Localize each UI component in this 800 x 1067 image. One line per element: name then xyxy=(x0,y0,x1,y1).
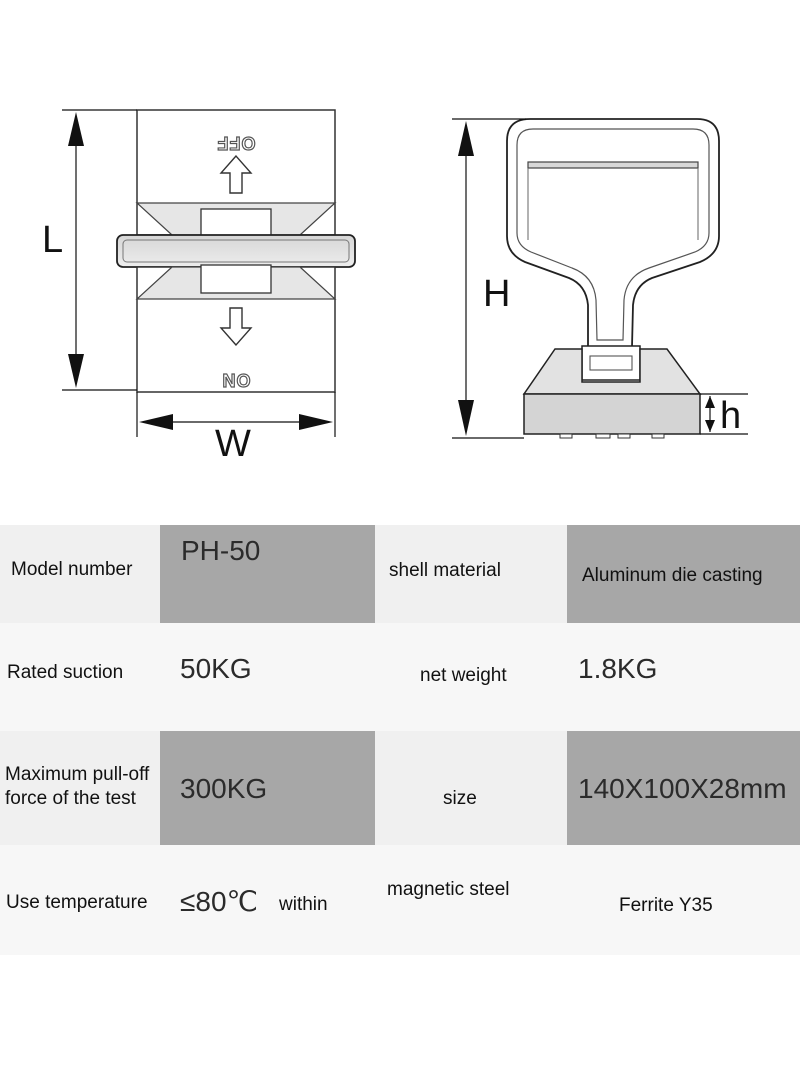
shell-material-value: Aluminum die casting xyxy=(582,565,763,586)
table-row: Model number PH-50 shell material Alumin… xyxy=(0,525,800,623)
magnetic-steel-label: magnetic steel xyxy=(387,879,510,900)
model-number-value: PH-50 xyxy=(181,535,261,566)
magnetic-steel-value: Ferrite Y35 xyxy=(619,895,713,916)
top-view-lower-lock xyxy=(200,264,272,294)
side-view-feet xyxy=(559,433,665,439)
net-weight-label: net weight xyxy=(420,665,507,686)
model-number-label: Model number xyxy=(11,559,133,580)
side-view-handle xyxy=(506,118,720,348)
width-label: W xyxy=(215,423,251,465)
arrow-up-icon xyxy=(219,154,253,194)
height-dimension xyxy=(452,118,526,439)
base-height-label: h xyxy=(720,395,741,437)
technical-drawing: OFF ON L W xyxy=(42,109,748,465)
max-pull-off-label-line2: force of the test xyxy=(5,788,136,809)
table-row: Maximum pull-off force of the test 300KG… xyxy=(0,731,800,845)
table-row: Rated suction 50KG net weight 1.8KG xyxy=(0,623,800,731)
use-temperature-label: Use temperature xyxy=(6,892,148,913)
size-label: size xyxy=(443,788,477,809)
shell-material-label: shell material xyxy=(389,560,501,581)
side-view-grip-window xyxy=(527,161,699,169)
size-value: 140X100X28mm xyxy=(578,773,787,804)
max-pull-off-value: 300KG xyxy=(180,773,268,804)
rated-suction-label: Rated suction xyxy=(7,662,124,683)
height-label: H xyxy=(483,273,510,315)
side-view: H h xyxy=(452,118,748,439)
on-label: ON xyxy=(222,370,251,390)
off-label: OFF xyxy=(217,133,256,153)
max-pull-off-label-line1: Maximum pull-off xyxy=(5,764,150,785)
base-height-dimension xyxy=(700,393,748,435)
use-temperature-value: ≤80℃ xyxy=(180,886,258,917)
rated-suction-value: 50KG xyxy=(180,653,252,684)
use-temperature-suffix: within xyxy=(279,894,328,915)
width-dimension xyxy=(136,392,336,437)
top-view: OFF ON L W xyxy=(42,109,356,465)
side-view-base xyxy=(523,393,701,435)
net-weight-value: 1.8KG xyxy=(578,653,658,684)
length-dimension xyxy=(62,109,137,391)
table-row: Use temperature ≤80℃ within magnetic ste… xyxy=(0,845,800,955)
length-label: L xyxy=(42,219,63,261)
top-view-upper-lock xyxy=(200,208,272,238)
arrow-down-icon xyxy=(219,307,253,347)
